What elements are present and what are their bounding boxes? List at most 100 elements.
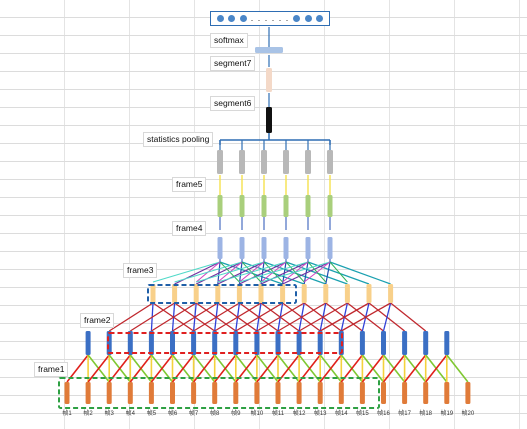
- input-frame-label: 帧5: [146, 411, 157, 417]
- softmax-output-layer: . . . . . .: [210, 11, 330, 26]
- output-node: [239, 15, 247, 22]
- frame2-edge: [260, 261, 309, 285]
- frame2-node: [172, 284, 178, 303]
- frame1-node: [127, 331, 133, 355]
- frame1-node: [359, 331, 365, 355]
- input-node: [148, 382, 154, 404]
- frame2-node: [323, 284, 329, 303]
- frame1-node: [148, 331, 154, 355]
- input-frame-label: 帧9: [231, 411, 241, 417]
- frame2-node: [150, 284, 156, 303]
- input-edge: [382, 354, 406, 383]
- frame1-node: [423, 331, 429, 355]
- input-node: [359, 382, 365, 404]
- input-node: [170, 382, 175, 404]
- input-edge: [319, 354, 342, 383]
- frame5-label: frame5: [172, 177, 207, 192]
- input-frame-label: 帧20: [461, 411, 475, 417]
- input-node: [402, 382, 408, 404]
- softmax-node: [255, 47, 283, 53]
- input-node: [423, 382, 429, 404]
- output-node: [228, 15, 236, 22]
- frame4-node: [283, 237, 289, 259]
- frame1-node: [444, 331, 450, 355]
- input-frame-label: 帧11: [271, 411, 285, 417]
- frame2-edge: [325, 261, 331, 285]
- pool-node: [217, 150, 223, 174]
- frame1-edge: [382, 302, 392, 332]
- input-frame-label: 帧13: [313, 411, 327, 417]
- input-node: [64, 382, 70, 404]
- frame1-node: [402, 331, 408, 355]
- statistics-pooling-label: statistics pooling: [143, 132, 214, 147]
- input-node: [317, 382, 323, 404]
- frame2-edge: [282, 261, 331, 285]
- output-node: [217, 15, 225, 22]
- input-node: [381, 382, 386, 404]
- input-node: [296, 382, 302, 404]
- input-frame-label: 帧3: [104, 411, 114, 417]
- frame5-node: [327, 195, 333, 217]
- blue-dashed-box: [147, 284, 297, 304]
- ellipsis: . . . . . .: [250, 13, 290, 23]
- input-frame-label: 帧2: [83, 411, 93, 417]
- frame1-edge: [129, 302, 175, 332]
- softmax-label: softmax: [210, 33, 248, 48]
- pool-node: [283, 150, 289, 174]
- input-node: [127, 382, 133, 404]
- frame2-edge: [195, 261, 243, 285]
- network-nodes: [64, 47, 471, 404]
- input-frame-label: 帧19: [440, 411, 454, 417]
- frame4-node: [327, 237, 333, 259]
- frame2-node: [236, 284, 242, 303]
- frame1-node: [317, 331, 323, 355]
- frame1-edge: [319, 302, 370, 332]
- input-frame-label: 帧14: [334, 411, 348, 417]
- frame3-label: frame3: [123, 263, 158, 278]
- frame1-node: [191, 331, 197, 355]
- frame1-node: [170, 331, 175, 355]
- input-node: [338, 382, 344, 404]
- input-frame-label: 帧8: [210, 411, 220, 417]
- frame4-node: [305, 237, 311, 259]
- frame3-edge: [174, 261, 243, 283]
- input-edge: [256, 354, 279, 383]
- frame2-node: [366, 284, 372, 303]
- pool-node: [305, 150, 311, 174]
- input-frame-label: 帧1: [62, 411, 72, 417]
- segment7-node: [266, 68, 272, 92]
- frame5-node: [283, 195, 289, 217]
- frame3-edge: [239, 261, 309, 283]
- frame3-edge: [260, 261, 331, 283]
- frame4-label: frame4: [172, 221, 207, 236]
- input-frame-label: 帧18: [419, 411, 433, 417]
- input-frame-label: 帧15: [356, 411, 369, 417]
- frame4-node: [217, 237, 223, 259]
- frame2-edge: [174, 261, 221, 285]
- frame1-edge: [256, 302, 305, 332]
- frame5-node: [239, 195, 245, 217]
- frame1-edge: [340, 302, 391, 332]
- pool-node: [261, 150, 267, 174]
- input-edge: [446, 354, 469, 383]
- frame3-edge: [217, 261, 287, 283]
- frame1-edge: [277, 302, 327, 332]
- input-node: [191, 382, 197, 404]
- input-edge: [403, 354, 427, 383]
- input-frame-label: 帧12: [292, 411, 306, 417]
- frame1-node: [212, 331, 218, 355]
- dashed-highlight-boxes: [58, 284, 380, 409]
- frame1-node: [106, 331, 112, 355]
- frame2-edge: [239, 261, 287, 285]
- frame3-edge: [196, 261, 265, 283]
- frame1-edge: [235, 302, 283, 332]
- frame1-label: frame1: [34, 362, 69, 377]
- frame3-edge: [152, 261, 221, 283]
- frame1-node: [85, 331, 91, 355]
- input-edge: [277, 354, 300, 383]
- input-frame-label: 帧16: [377, 411, 390, 417]
- frame2-node: [344, 284, 350, 303]
- segment6-node: [266, 107, 272, 133]
- input-edge: [425, 354, 448, 383]
- pool-node: [239, 150, 245, 174]
